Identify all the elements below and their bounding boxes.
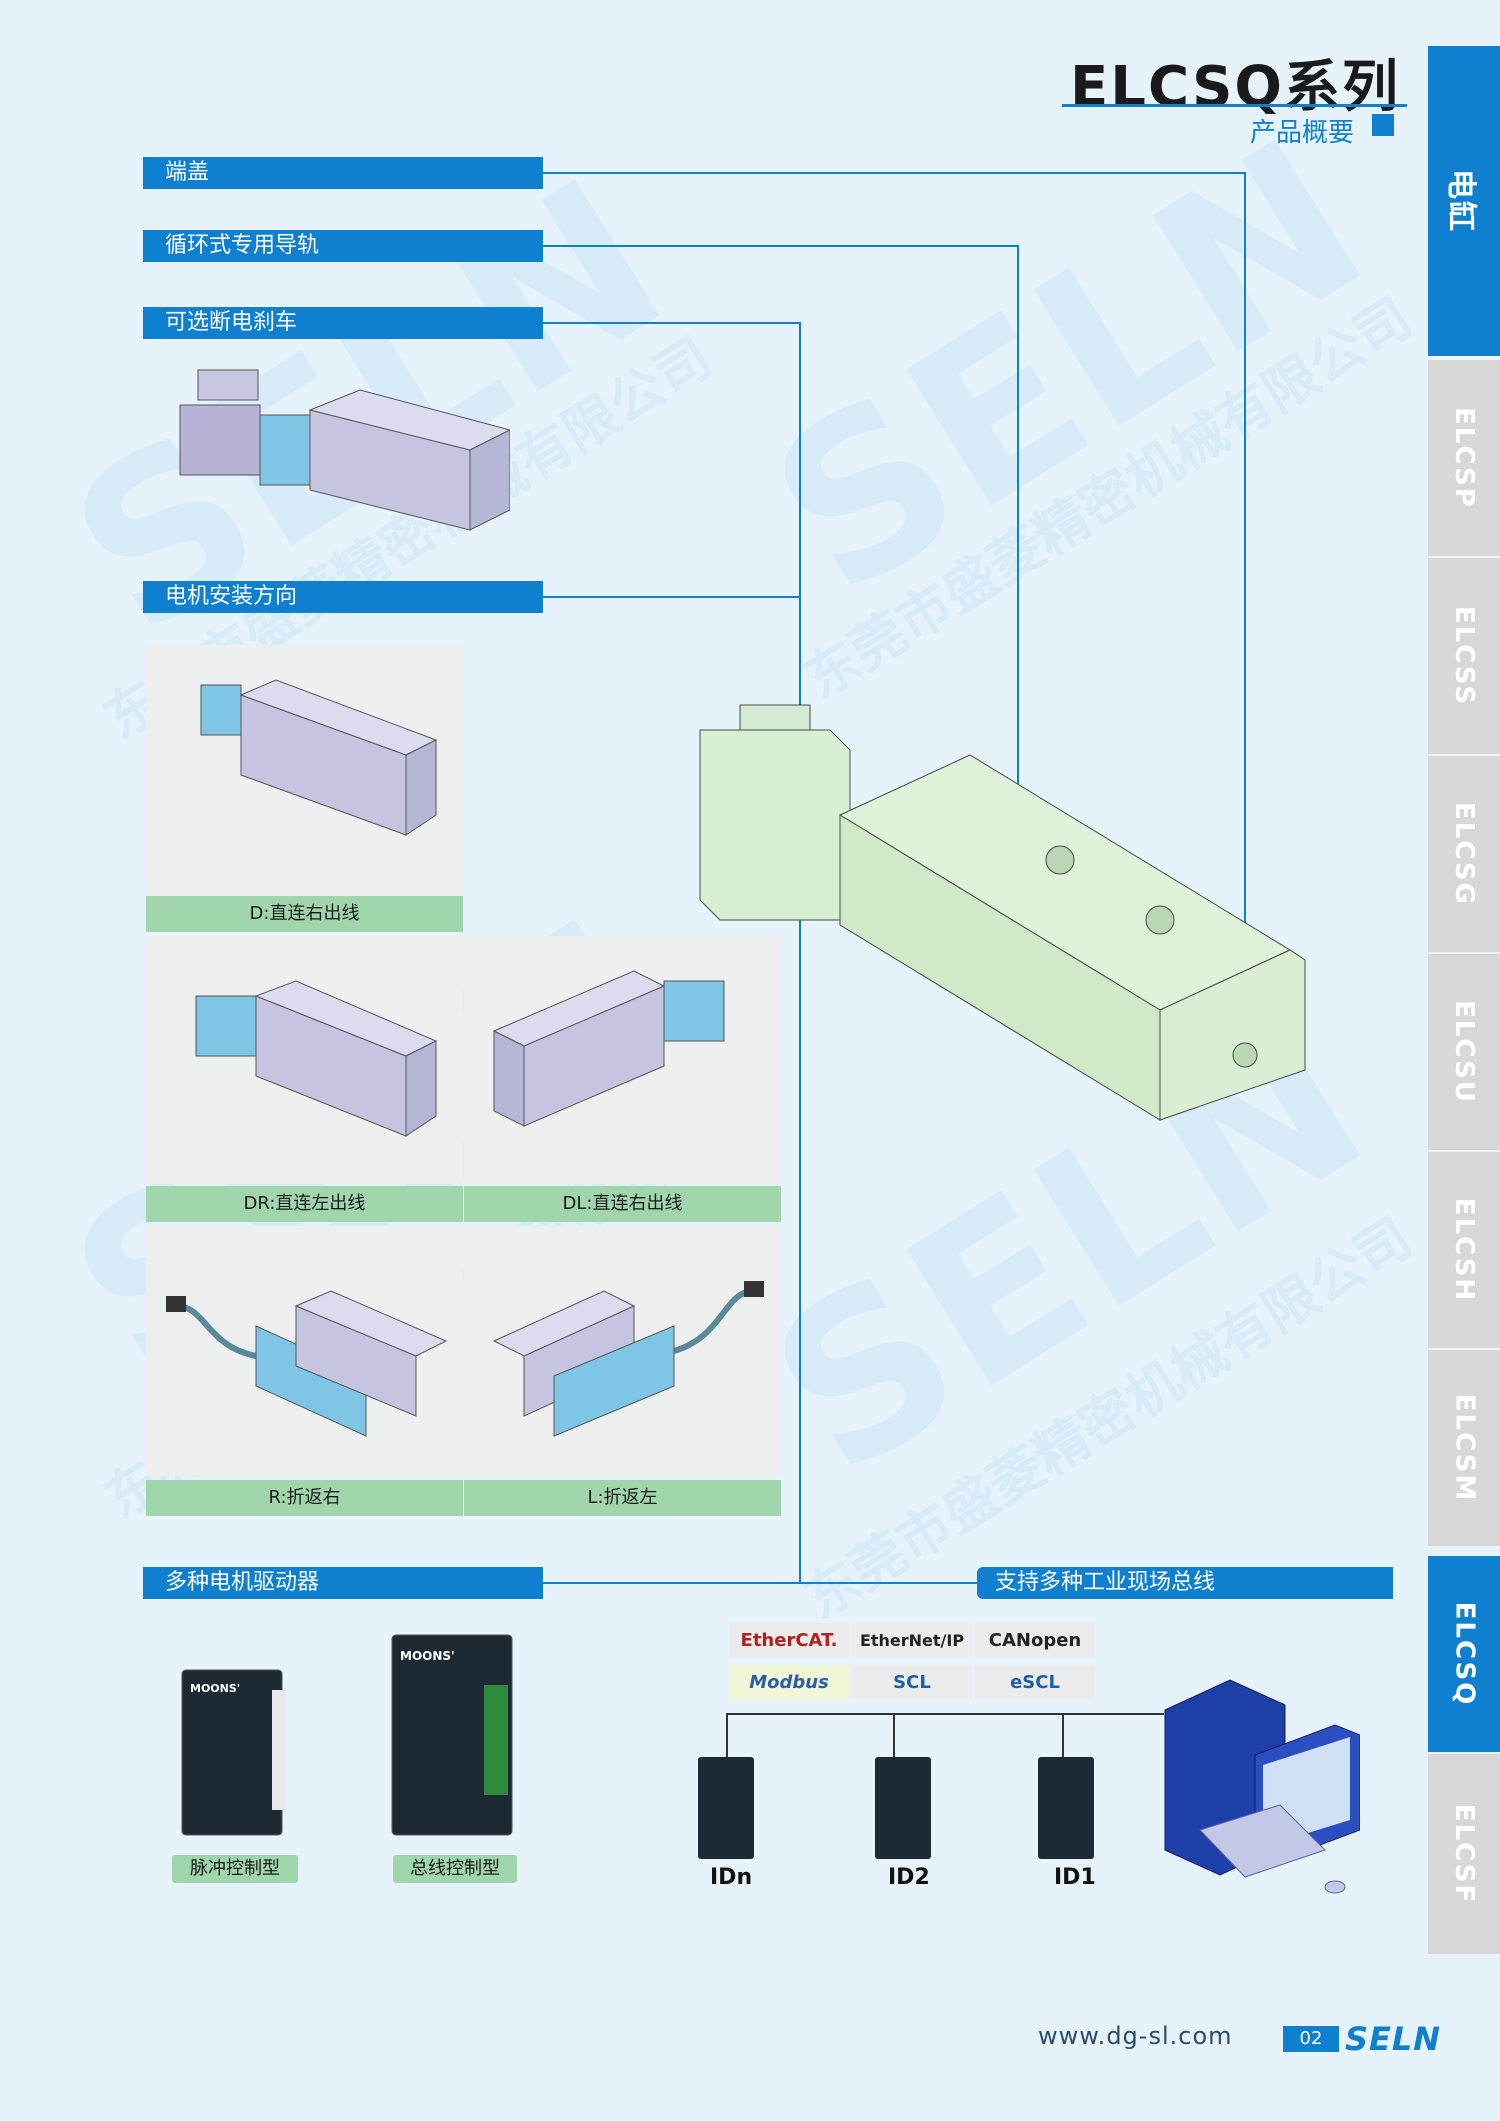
page-subtitle: 产品概要 <box>1250 118 1355 148</box>
brake-actuator-top <box>308 389 510 451</box>
section-end-cap: 端盖 <box>143 157 543 189</box>
side-tab-elcsp[interactable]: ELCSP <box>1428 360 1500 558</box>
callout-line-guide-rail-v <box>1017 245 1019 828</box>
side-tab-elcsu[interactable]: ELCSU <box>1428 954 1500 1152</box>
subtitle-square-icon <box>1372 114 1394 136</box>
main-hole-1 <box>1045 845 1075 875</box>
pulse-driver-image: MOONS' <box>181 1669 286 1836</box>
side-tab-elcsf[interactable]: ELCSF <box>1428 1754 1500 1956</box>
mount-l-cable <box>673 1288 755 1354</box>
main-motor <box>699 729 851 921</box>
bus-driver-image: MOONS' <box>391 1634 513 1836</box>
scl-logo: SCL <box>852 1665 972 1699</box>
escl-logo: eSCL <box>975 1665 1095 1699</box>
mount-l-caption: L:折返左 <box>464 1480 781 1516</box>
main-end-cap <box>1159 949 1306 1121</box>
brake-actuator-end <box>469 429 510 531</box>
mount-r-image <box>146 1226 463 1476</box>
callout-line-guide-rail <box>543 245 1018 247</box>
network-bus-line <box>726 1713 1164 1715</box>
network-driver-id1 <box>1038 1757 1094 1859</box>
mount-l-top <box>492 1290 636 1357</box>
brake-connector <box>197 369 259 401</box>
mount-l-image <box>464 1226 781 1476</box>
network-id-n: IDn <box>710 1865 753 1890</box>
bus-driver-brand: MOONS' <box>400 1649 455 1663</box>
mount-dl-caption: DL:直连右出线 <box>464 1186 781 1222</box>
callout-line-fieldbus <box>800 1582 977 1584</box>
pulse-driver-label: 脉冲控制型 <box>172 1855 298 1883</box>
side-tab-electric-cylinder[interactable]: 电缸 <box>1428 46 1500 358</box>
bus-driver-label: 总线控制型 <box>393 1855 517 1883</box>
network-driver-id2 <box>875 1757 931 1859</box>
computer-icon <box>1164 1679 1360 1894</box>
page-title: ELCSQ系列 <box>1070 55 1401 120</box>
title-underline <box>1062 104 1407 107</box>
footer-url[interactable]: www.dg-sl.com <box>1038 2022 1233 2050</box>
mount-r-connector <box>166 1296 186 1312</box>
side-tab-elcsh[interactable]: ELCSH <box>1428 1152 1500 1350</box>
side-tab-elcsq[interactable]: ELCSQ <box>1428 1556 1500 1754</box>
network-driver-idn <box>698 1757 754 1859</box>
network-id-1: ID1 <box>1054 1865 1096 1890</box>
main-end-hole <box>1232 1042 1258 1068</box>
side-tab-elcss[interactable]: ELCSS <box>1428 558 1500 756</box>
network-id-2: ID2 <box>888 1865 930 1890</box>
mount-dr-caption: DR:直连左出线 <box>146 1186 463 1222</box>
page-number: 02 <box>1283 2026 1339 2052</box>
network-drop-idn <box>726 1713 728 1758</box>
mount-d-motor <box>200 684 242 736</box>
callout-line-end-cap-v <box>1244 172 1246 1002</box>
mount-dl-motor <box>663 980 725 1042</box>
brake-unit-body <box>179 404 261 476</box>
mount-dl-image <box>464 936 781 1184</box>
network-drop-id2 <box>893 1713 895 1758</box>
mount-d-end <box>405 739 437 836</box>
callout-line-drivers <box>543 1582 800 1584</box>
section-brake: 可选断电刹车 <box>143 307 543 339</box>
mount-dr-end <box>405 1040 437 1137</box>
callout-line-end-cap <box>543 172 1245 174</box>
mount-d-caption: D:直连右出线 <box>146 896 463 932</box>
callout-line-brake-v <box>799 322 801 1582</box>
section-guide-rail: 循环式专用导轨 <box>143 230 543 262</box>
section-fieldbus: 支持多种工业现场总线 <box>977 1567 1393 1599</box>
callout-line-brake <box>543 322 800 324</box>
mount-l-motor-housing <box>553 1325 675 1437</box>
pulse-driver-brand: MOONS' <box>190 1682 240 1695</box>
main-hole-2 <box>1145 905 1175 935</box>
canopen-logo: CANopen <box>975 1623 1095 1657</box>
mount-r-cable <box>175 1303 257 1359</box>
seln-logo: SELN <box>1345 2020 1442 2058</box>
mount-d-image <box>146 645 463 895</box>
section-motor-direction: 电机安装方向 <box>143 581 543 613</box>
network-drop-id1 <box>1062 1713 1064 1758</box>
ethernetip-logo: EtherNet/IP <box>852 1623 972 1657</box>
modbus-logo: Modbus <box>729 1665 849 1699</box>
ethercat-logo: EtherCAT. <box>729 1623 849 1657</box>
mount-dr-image <box>146 936 463 1184</box>
main-actuator-image <box>699 704 1306 1121</box>
mount-dl-end <box>493 1030 525 1127</box>
mount-r-top <box>294 1290 448 1357</box>
brake-actuator-image <box>179 369 510 531</box>
mount-r-caption: R:折返右 <box>146 1480 463 1516</box>
side-tab-elcsg[interactable]: ELCSG <box>1428 756 1500 954</box>
side-tab-elcsm[interactable]: ELCSM <box>1428 1350 1500 1548</box>
brake-motor-section <box>259 414 311 486</box>
section-drivers: 多种电机驱动器 <box>143 1567 543 1599</box>
mount-dr-motor <box>195 995 257 1057</box>
callout-line-motor <box>543 596 800 598</box>
mount-l-connector <box>744 1281 764 1297</box>
